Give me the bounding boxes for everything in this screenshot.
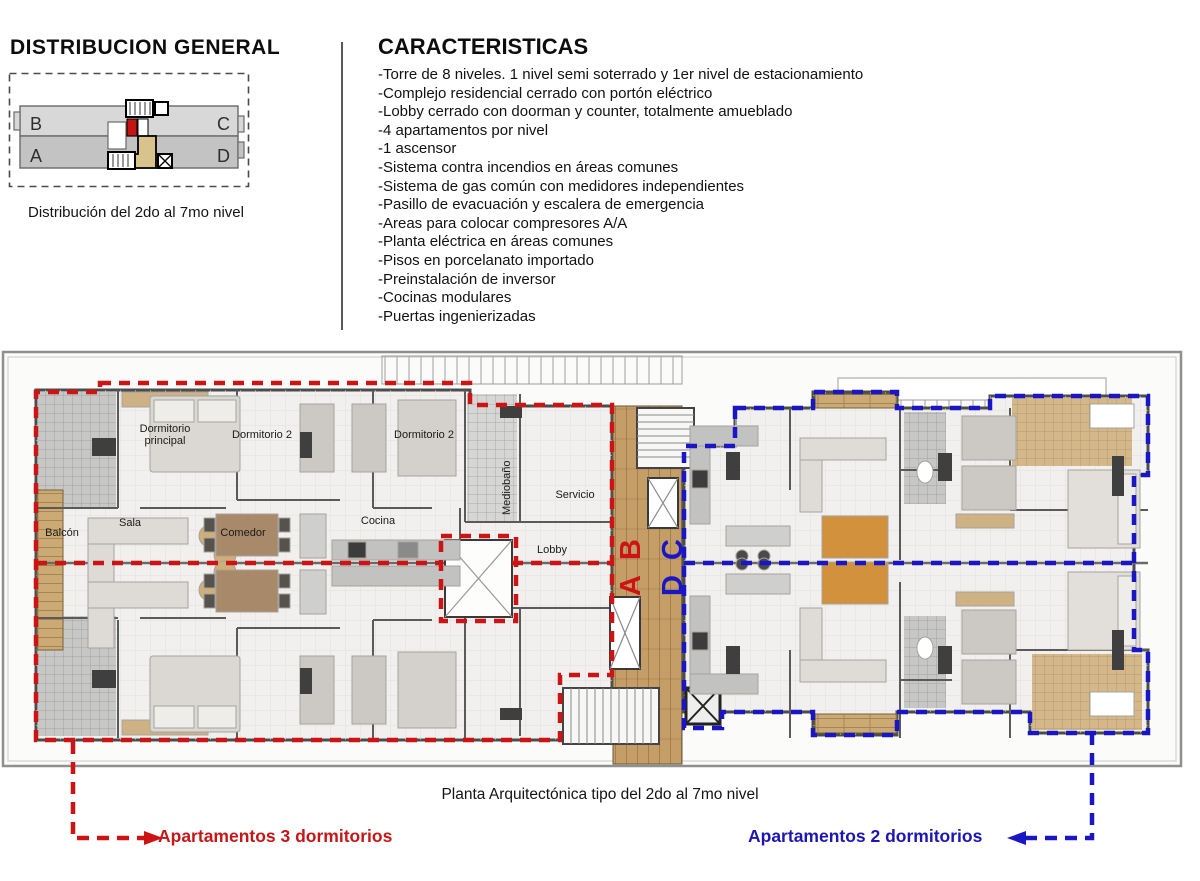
feature-item: -4 apartamentos por nivel bbox=[378, 121, 549, 139]
mini-stairs-bottom bbox=[107, 151, 136, 170]
room-label-dormitorio2-a: Dormitorio 2 bbox=[232, 429, 292, 441]
distribution-section: DISTRIBUCION GENERAL bbox=[10, 36, 330, 60]
ramp-hatch-top bbox=[381, 355, 683, 385]
mini-letter-d: D bbox=[217, 146, 230, 166]
mini-diagram-svg: B C A D bbox=[8, 72, 250, 188]
mini-distribution-diagram: B C A D bbox=[8, 72, 252, 195]
mini-diagram-caption: Distribución del 2do al 7mo nivel bbox=[28, 204, 244, 221]
furniture-left bbox=[87, 391, 461, 736]
legend-2-dormitorios: Apartamentos 2 dormitorios bbox=[748, 826, 983, 846]
shaft-mid bbox=[609, 596, 641, 670]
distribution-title: DISTRIBUCION GENERAL bbox=[10, 36, 281, 59]
shaft-top bbox=[647, 477, 679, 529]
plan-caption: Planta Arquitectónica tipo del 2do al 7m… bbox=[441, 786, 759, 803]
mini-letter-a: A bbox=[30, 146, 42, 166]
features-title: CARACTERISTICAS bbox=[378, 34, 589, 59]
blue-unit-outline bbox=[681, 389, 1151, 738]
mini-stairs-treads bbox=[129, 102, 151, 115]
mini-end-tab bbox=[237, 141, 245, 159]
feature-item: -Planta eléctrica en áreas comunes bbox=[378, 233, 614, 251]
room-label-sala: Sala bbox=[119, 517, 142, 529]
mini-letter-b: B bbox=[30, 114, 42, 134]
features-section: CARACTERISTICAS -Torre de 8 niveles. 1 n… bbox=[378, 34, 978, 326]
furniture-right bbox=[689, 403, 1141, 717]
door-blocks bbox=[92, 406, 1124, 720]
unit-letter-a: A bbox=[615, 575, 647, 596]
unit-letter-d: D bbox=[657, 575, 689, 596]
room-label-dormitorio-principal-1: Dormitorio bbox=[140, 423, 191, 435]
room-label-lobby: Lobby bbox=[537, 544, 567, 556]
feature-item: -Puertas ingenierizadas bbox=[378, 307, 536, 325]
feature-item: -Torre de 8 niveles. 1 nivel semi soterr… bbox=[378, 66, 864, 83]
room-label-comedor: Comedor bbox=[220, 527, 266, 539]
legend-3-dormitorios: Apartamentos 3 dormitorios bbox=[158, 826, 393, 846]
balcony-right-bottom bbox=[814, 713, 898, 734]
room-label-dormitorio-principal-2: principal bbox=[145, 435, 186, 447]
feature-item: -Lobby cerrado con doorman y counter, to… bbox=[378, 103, 793, 121]
feature-item: -Pasillo de evacuación y escalera de eme… bbox=[378, 196, 705, 214]
blue-arrow-icon bbox=[1007, 831, 1026, 845]
balcony-left bbox=[36, 489, 64, 651]
mini-shaft-x bbox=[157, 153, 173, 169]
unit-letter-b: B bbox=[615, 539, 647, 560]
feature-item: -Preinstalación de inversor bbox=[378, 270, 556, 288]
mini-red-block bbox=[126, 118, 138, 137]
room-label-mediobano: Mediobaño bbox=[501, 461, 513, 515]
feature-item: -Pisos en porcelanato importado bbox=[378, 251, 594, 269]
floor-plan: B A C D Dormitorio principal Dormitorio … bbox=[1, 350, 1183, 768]
red-unit-outline bbox=[33, 380, 615, 743]
room-label-balcon: Balcón bbox=[45, 527, 79, 539]
features-list: -Torre de 8 niveles. 1 nivel semi soterr… bbox=[378, 66, 978, 326]
feature-item: -Sistema de gas común con medidores inde… bbox=[378, 177, 745, 195]
mini-gap bbox=[107, 121, 127, 150]
feature-item: -Cocinas modulares bbox=[378, 289, 512, 307]
room-label-dormitorio2-b: Dormitorio 2 bbox=[394, 429, 454, 441]
unit-letter-c: C bbox=[657, 539, 689, 560]
header-divider bbox=[341, 42, 343, 330]
feature-item: -1 ascensor bbox=[378, 140, 457, 158]
balcony-right-top bbox=[814, 393, 898, 409]
feature-item: -Sistema contra incendios en áreas comun… bbox=[378, 158, 679, 176]
mini-box bbox=[154, 101, 169, 116]
feature-item: -Complejo residencial cerrado con portón… bbox=[378, 84, 713, 102]
feature-item: -Areas para colocar compresores A/A bbox=[378, 214, 628, 232]
room-label-cocina: Cocina bbox=[361, 515, 396, 527]
mini-end-tab bbox=[237, 115, 245, 133]
mini-stairs-treads bbox=[112, 154, 129, 167]
mini-end-tab bbox=[13, 111, 21, 131]
mini-white-block bbox=[137, 118, 149, 137]
room-label-servicio: Servicio bbox=[555, 489, 594, 501]
mini-letter-c: C bbox=[217, 114, 230, 134]
stairs-bottom bbox=[562, 687, 660, 745]
